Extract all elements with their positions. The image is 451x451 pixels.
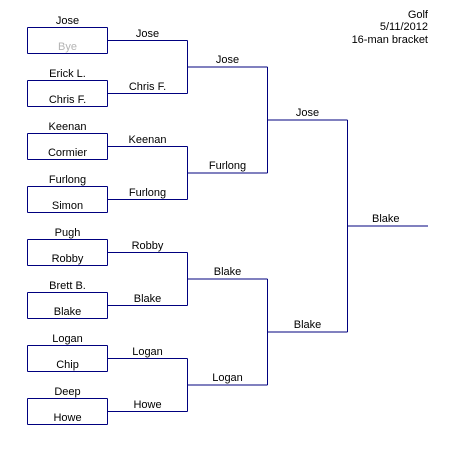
round1-player: Deep xyxy=(54,385,81,398)
round1-player: Robby xyxy=(51,252,84,265)
round3-winner: Jose xyxy=(215,54,240,66)
round1-player: Logan xyxy=(52,332,83,345)
round2-winner: Keenan xyxy=(128,133,167,146)
round1-player: Simon xyxy=(51,199,84,212)
round1-player: Pugh xyxy=(54,226,81,239)
round1-player: Furlong xyxy=(48,173,87,186)
round3-winner: Furlong xyxy=(208,160,247,172)
round2-winner: Robby xyxy=(131,239,164,252)
round4-winner: Blake xyxy=(293,319,322,331)
round2-winner: Blake xyxy=(133,292,162,305)
header-date: 5/11/2012 xyxy=(379,21,428,33)
round3-winner: Blake xyxy=(213,266,242,278)
round1-player: Cormier xyxy=(47,146,88,159)
round1-player: Chip xyxy=(56,358,79,371)
round2-winner: Logan xyxy=(132,345,163,358)
round4-winner: Jose xyxy=(295,107,320,119)
round1-player: Blake xyxy=(53,305,82,318)
round1-player: Howe xyxy=(53,411,82,424)
round1-player: Chris F. xyxy=(48,93,87,106)
round1-player: Erick L. xyxy=(49,67,86,80)
round1-player: Brett B. xyxy=(49,279,86,292)
round2-winner: Howe xyxy=(133,398,162,411)
round1-player: Jose xyxy=(55,14,80,27)
round1-player: Keenan xyxy=(48,120,87,133)
round2-winner: Furlong xyxy=(128,186,167,199)
header-format: 16-man bracket xyxy=(351,34,428,46)
round3-winner: Logan xyxy=(212,372,243,384)
round1-player: Bye xyxy=(58,40,77,53)
champion-name: Blake xyxy=(371,213,400,225)
header-sport: Golf xyxy=(407,9,428,21)
round2-winner: Chris F. xyxy=(128,80,167,93)
round2-winner: Jose xyxy=(135,27,160,40)
